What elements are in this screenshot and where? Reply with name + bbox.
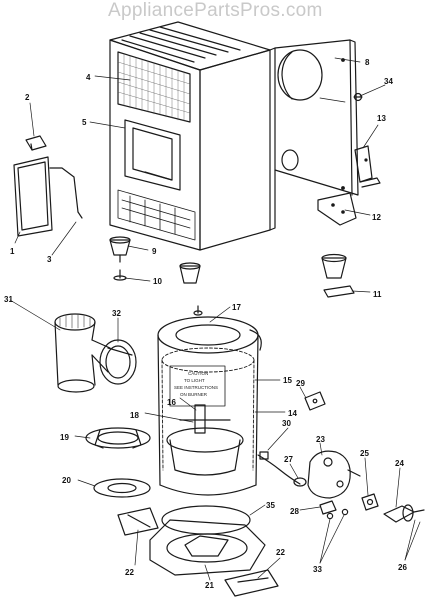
leveling-leg bbox=[180, 263, 200, 283]
burner-ring-19 bbox=[86, 428, 150, 448]
callout-21: 21 bbox=[205, 581, 214, 590]
callout-14: 14 bbox=[288, 409, 297, 418]
leveling-leg-11 bbox=[322, 255, 354, 298]
leader-lines bbox=[10, 58, 420, 580]
callout-8: 8 bbox=[365, 58, 370, 67]
callout-31: 31 bbox=[4, 295, 13, 304]
bracket-29 bbox=[305, 392, 325, 410]
cabinet bbox=[110, 22, 275, 250]
caution-line-4: ON BURNER bbox=[180, 392, 208, 397]
callout-2: 2 bbox=[25, 93, 30, 102]
callout-24: 24 bbox=[395, 459, 404, 468]
mesh-texture bbox=[118, 54, 190, 121]
clip bbox=[26, 136, 46, 150]
callout-32: 32 bbox=[112, 309, 121, 318]
flue-collar bbox=[100, 340, 136, 384]
callout-12: 12 bbox=[372, 213, 381, 222]
callout-4: 4 bbox=[86, 73, 91, 82]
top-screw bbox=[194, 306, 202, 315]
gasket-22-left bbox=[118, 508, 158, 535]
mounting-bracket bbox=[318, 193, 356, 225]
callout-numbers: 1 2 3 4 5 8 9 10 11 12 13 14 15 16 17 18… bbox=[4, 58, 407, 590]
callout-35: 35 bbox=[266, 501, 275, 510]
screw-34 bbox=[354, 94, 362, 101]
callout-29: 29 bbox=[296, 379, 305, 388]
caution-line-1: CAUTION bbox=[188, 371, 208, 376]
fitting-28 bbox=[320, 501, 336, 514]
callout-20: 20 bbox=[62, 476, 71, 485]
callout-22-left: 22 bbox=[125, 568, 134, 577]
gasket-22-right bbox=[225, 570, 278, 596]
caution-line-3: SEE INSTRUCTIONS bbox=[174, 385, 218, 390]
callout-28: 28 bbox=[290, 507, 299, 516]
callout-18: 18 bbox=[130, 411, 139, 420]
callout-9: 9 bbox=[152, 247, 157, 256]
heater-drum bbox=[158, 317, 261, 495]
callout-23: 23 bbox=[316, 435, 325, 444]
caution-line-2: TO LIGHT bbox=[184, 378, 205, 383]
ring-20 bbox=[94, 479, 150, 497]
leveling-leg-9 bbox=[110, 237, 130, 262]
callout-1: 1 bbox=[10, 247, 15, 256]
callout-30: 30 bbox=[282, 419, 291, 428]
control-valve bbox=[308, 451, 360, 498]
callout-33: 33 bbox=[313, 565, 322, 574]
nut-25 bbox=[362, 494, 378, 510]
side-bracket bbox=[355, 146, 380, 187]
watermark: AppliancePartsPros.com bbox=[108, 0, 323, 21]
screws-33 bbox=[327, 509, 347, 518]
door bbox=[14, 157, 82, 236]
callout-26: 26 bbox=[398, 563, 407, 572]
callout-22-right: 22 bbox=[276, 548, 285, 557]
window-frame bbox=[125, 120, 180, 190]
callout-11: 11 bbox=[373, 290, 382, 299]
callout-13: 13 bbox=[377, 114, 386, 123]
callout-27: 27 bbox=[284, 455, 293, 464]
connector-27 bbox=[294, 478, 306, 486]
callout-34: 34 bbox=[384, 77, 393, 86]
callout-19: 19 bbox=[60, 433, 69, 442]
callout-5: 5 bbox=[82, 118, 87, 127]
base-pan-21 bbox=[150, 520, 265, 575]
callout-17: 17 bbox=[232, 303, 241, 312]
callout-15: 15 bbox=[283, 376, 292, 385]
callout-16: 16 bbox=[167, 398, 176, 407]
wire-30 bbox=[258, 452, 300, 484]
screw-10 bbox=[114, 270, 126, 280]
callout-10: 10 bbox=[153, 277, 162, 286]
caution-label: CAUTION TO LIGHT SEE INSTRUCTIONS ON BUR… bbox=[174, 371, 218, 397]
mesh-screen bbox=[118, 52, 190, 122]
knob-24 bbox=[384, 505, 424, 522]
callout-25: 25 bbox=[360, 449, 369, 458]
back-panel bbox=[275, 40, 358, 195]
callout-3: 3 bbox=[47, 255, 52, 264]
